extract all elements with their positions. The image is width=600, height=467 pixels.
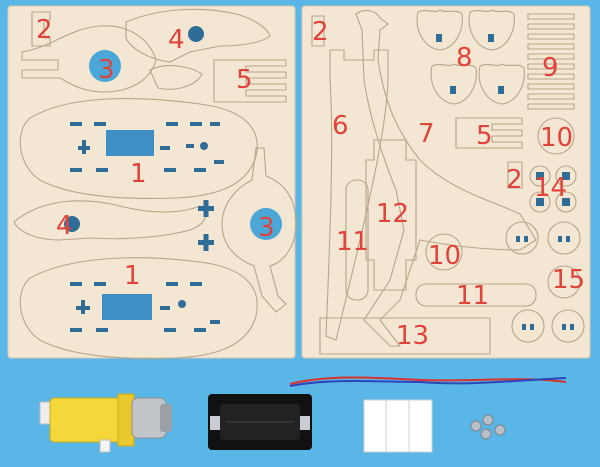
- battery-holder: [208, 394, 312, 450]
- right-label-5: 5: [476, 121, 493, 151]
- right-label-13: 13: [396, 321, 429, 351]
- screws: [470, 414, 506, 440]
- left-label-4-bottom: 4: [56, 211, 73, 241]
- foam-tape: [363, 399, 433, 453]
- left-label-5: 5: [236, 65, 253, 95]
- right-label-8: 8: [456, 43, 473, 73]
- right-label-9: 9: [542, 53, 559, 83]
- right-label-15: 15: [552, 265, 585, 295]
- right-label-11-vertical: 11: [336, 227, 369, 257]
- left-label-1-bottom: 1: [124, 261, 141, 291]
- right-label-7: 7: [418, 119, 435, 149]
- left-label-3-bottom: 3: [258, 213, 275, 243]
- right-label-2-top: 2: [312, 17, 329, 47]
- right-label-6: 6: [332, 111, 349, 141]
- right-label-10-bottom: 10: [428, 241, 461, 271]
- left-label-4-top: 4: [168, 25, 185, 55]
- right-label-2-right: 2: [506, 165, 523, 195]
- left-label-2: 2: [36, 15, 53, 45]
- right-label-12: 12: [376, 199, 409, 229]
- left-wood-board: 2 4 3 5 1 4 3 1: [7, 5, 297, 360]
- right-label-14: 14: [534, 173, 567, 203]
- red-blue-wire: [289, 376, 567, 387]
- right-label-10-top: 10: [540, 123, 573, 153]
- gear-motor: [39, 393, 172, 453]
- left-label-1-top: 1: [130, 159, 147, 189]
- left-label-3-top: 3: [98, 55, 115, 85]
- right-wood-board: 2 8 9 6 7 5 10 2 14 12 11 10 11 15 13: [301, 5, 591, 359]
- right-label-11-horizontal: 11: [456, 281, 489, 311]
